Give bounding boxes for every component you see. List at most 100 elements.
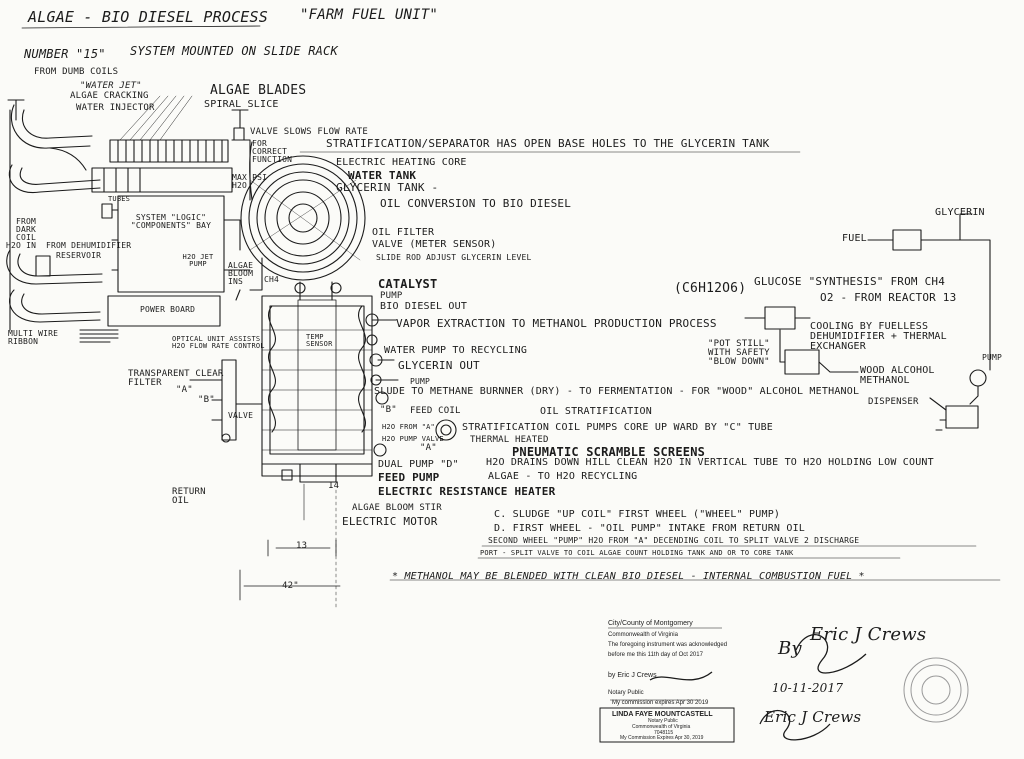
signature-by: By	[778, 638, 802, 659]
label-water-jet: "WATER JET"	[80, 81, 142, 91]
label-optical-unit: OPTICAL UNIT ASSISTS H2O FLOW RATE CONTR…	[172, 335, 265, 350]
note-second-wheel: SECOND WHEEL "PUMP" H2O FROM "A" DECENDI…	[488, 536, 860, 545]
label-water-pump-recycling: WATER PUMP TO RECYCLING	[384, 345, 528, 356]
label-oil-stratification: OIL STRATIFICATION	[540, 406, 652, 417]
label-slide-rod: SLIDE ROD ADJUST GLYCERIN LEVEL	[376, 253, 532, 262]
label-o2-reactor: O2 - FROM REACTOR 13	[820, 291, 957, 304]
label-pot-still: "POT STILL" WITH SAFETY "BLOW DOWN"	[708, 339, 770, 367]
label-vapor-extraction: VAPOR EXTRACTION TO METHANOL PRODUCTION …	[396, 317, 717, 330]
label-algae-blades: ALGAE BLADES	[210, 83, 307, 98]
signature-initials: Eric J Crews	[764, 708, 862, 726]
label-catalyst: CATALYST	[378, 277, 438, 291]
label-b-left: "B"	[198, 395, 215, 405]
label-pump-mid: PUMP	[410, 377, 431, 386]
notary-line-5: by Eric J Crews	[608, 672, 657, 679]
notary-line-4: before me this 11th day of Oct 2017	[608, 652, 703, 658]
label-feed-pump: FEED PUMP	[378, 471, 440, 484]
label-from-dehumidifier: FROM DEHUMIDIFIER	[46, 241, 132, 250]
label-algae-bloom-ins: ALGAE BLOOM INS	[228, 261, 254, 286]
label-tubes: TUBES	[108, 195, 131, 203]
left-coils	[6, 99, 103, 331]
label-stratification: STRATIFICATION/SEPARATOR HAS OPEN BASE H…	[326, 137, 770, 150]
label-from-dark-coil: FROM DARK COIL	[16, 217, 37, 242]
label-spiral-slice: SPIRAL SLICE	[204, 99, 279, 110]
label-electric-heating-core: ELECTRIC HEATING CORE	[336, 157, 467, 168]
label-glucose-synthesis: GLUCOSE "SYNTHESIS" FROM CH4	[754, 275, 946, 288]
label-wood-alcohol: WOOD ALCOHOL METHANOL	[860, 365, 935, 386]
tank-ports	[365, 313, 457, 457]
label-stratification-coil: STRATIFICATION COIL PUMPS CORE UP WARD B…	[462, 422, 774, 433]
notary-stamp-box	[599, 627, 735, 743]
label-cooling: COOLING BY FUELLESS DEHUMIDIFIER + THERM…	[810, 321, 947, 352]
label-pump-top: PUMP	[380, 291, 403, 301]
left-filter	[189, 359, 263, 443]
label-return-oil: RETURN OIL	[172, 487, 206, 506]
label-pump-right: PUMP	[982, 353, 1003, 362]
note-port-split: PORT - SPLIT VALVE TO COIL ALGAE COUNT H…	[480, 549, 794, 557]
note-methanol: * METHANOL MAY BE BLENDED WITH CLEAN BIO…	[392, 571, 865, 582]
signature-date: 10-11-2017	[772, 681, 844, 695]
note-d: D. FIRST WHEEL - "OIL PUMP" INTAKE FROM …	[494, 523, 806, 534]
label-glycerin-out: GLYCERIN OUT	[398, 359, 480, 372]
label-valve-left: VALVE	[228, 411, 254, 420]
label-electric-resistance: ELECTRIC RESISTANCE HEATER	[378, 485, 556, 498]
label-a-left: "A"	[176, 385, 193, 395]
label-valve-slows: VALVE SLOWS FLOW RATE	[250, 127, 368, 137]
tank-body	[261, 281, 373, 483]
label-dispenser: DISPENSER	[868, 397, 919, 407]
label-power-board: POWER BOARD	[140, 305, 196, 314]
label-algae-cracking: ALGAE CRACKING	[70, 91, 149, 101]
notary-stamp-2: Notary Public	[648, 718, 678, 724]
label-ch4: CH4	[264, 275, 280, 284]
tank-rings	[240, 155, 366, 281]
label-h2o-jet-pump: H2O JET PUMP	[182, 253, 214, 268]
label-system-logic: SYSTEM "LOGIC" "COMPONENTS" BAY	[130, 213, 212, 230]
label-formula: (C6H12O6)	[674, 281, 747, 296]
title: ALGAE - BIO DIESEL PROCESS	[28, 8, 268, 26]
notary-stamp-3: Commonwealth of Virginia	[632, 724, 691, 730]
notary-line-6: Notary Public	[608, 690, 644, 696]
label-thermal-heated: THERMAL HEATED	[470, 435, 549, 445]
label-a-mid: "A"	[420, 443, 437, 453]
notary-stamp-5: My Commission Expires Apr 30, 2019	[620, 735, 704, 741]
signature-strokes	[649, 634, 867, 741]
label-algae-recycling: ALGAE - TO H2O RECYCLING	[488, 471, 638, 482]
label-b-mid: "B"	[380, 405, 397, 415]
label-valve-meter: VALVE (METER SENSOR)	[372, 239, 497, 250]
number-line: NUMBER "15"	[24, 47, 106, 61]
label-pneumatic: PNEUMATIC SCRAMBLE SCREENS	[512, 445, 706, 459]
system-line: SYSTEM MOUNTED ON SLIDE RACK	[130, 44, 338, 58]
signature-name: Eric J Crews	[810, 624, 927, 645]
label-drains-down: H2O DRAINS DOWN HILL CLEAN H2O IN VERTIC…	[486, 457, 934, 468]
dimension-42: 42"	[282, 581, 299, 591]
notary-line-2: Commonwealth of Virginia	[608, 632, 678, 638]
label-glycerin-right: GLYCERIN	[935, 207, 985, 218]
label-water-injector: WATER INJECTOR	[76, 103, 155, 113]
label-oil-conversion: OIL CONVERSION TO BIO DIESEL	[380, 197, 572, 210]
label-multi-wire: MULTI WIRE RIBBON	[8, 329, 59, 346]
system-logic-bay	[79, 195, 251, 343]
notary-line-1: City/County of Montgomery	[608, 620, 693, 627]
label-fuel: FUEL	[842, 233, 867, 244]
label-water-tank: WATER TANK	[348, 169, 417, 182]
notary-line-7: My commission expires Apr 30 2019	[612, 700, 709, 706]
notary-seal	[903, 657, 969, 723]
dimension-14: 14	[328, 481, 340, 491]
label-temp-sensor: TEMP SENSOR	[306, 333, 333, 348]
label-electric-motor: ELECTRIC MOTOR	[342, 515, 438, 528]
label-glycerin-tank: GLYCERIN TANK -	[336, 181, 439, 194]
label-h2o-pump-valve: H2O PUMP VALVE	[382, 435, 444, 443]
label-algae-bloom-stir: ALGAE BLOOM STIR	[352, 503, 442, 513]
note-c: C. SLUDGE "UP COIL" FIRST WHEEL ("WHEEL"…	[494, 509, 781, 520]
label-slude-to-methane: SLUDE TO METHANE BURNNER (DRY) - TO FERM…	[374, 386, 860, 397]
label-dual-pump: DUAL PUMP "D"	[378, 459, 459, 470]
label-max-psi: MAX PSI H2O	[232, 173, 268, 190]
label-h2o-from-a: H2O FROM "A"	[382, 423, 435, 431]
label-transparent-filter: TRANSPARENT CLEAR FILTER	[128, 369, 224, 388]
right-process	[744, 213, 991, 431]
dimension-13: 13	[296, 541, 308, 551]
notary-line-3: The foregoing instrument was acknowledge…	[608, 642, 728, 648]
label-oil-filter: OIL FILTER	[372, 227, 435, 238]
